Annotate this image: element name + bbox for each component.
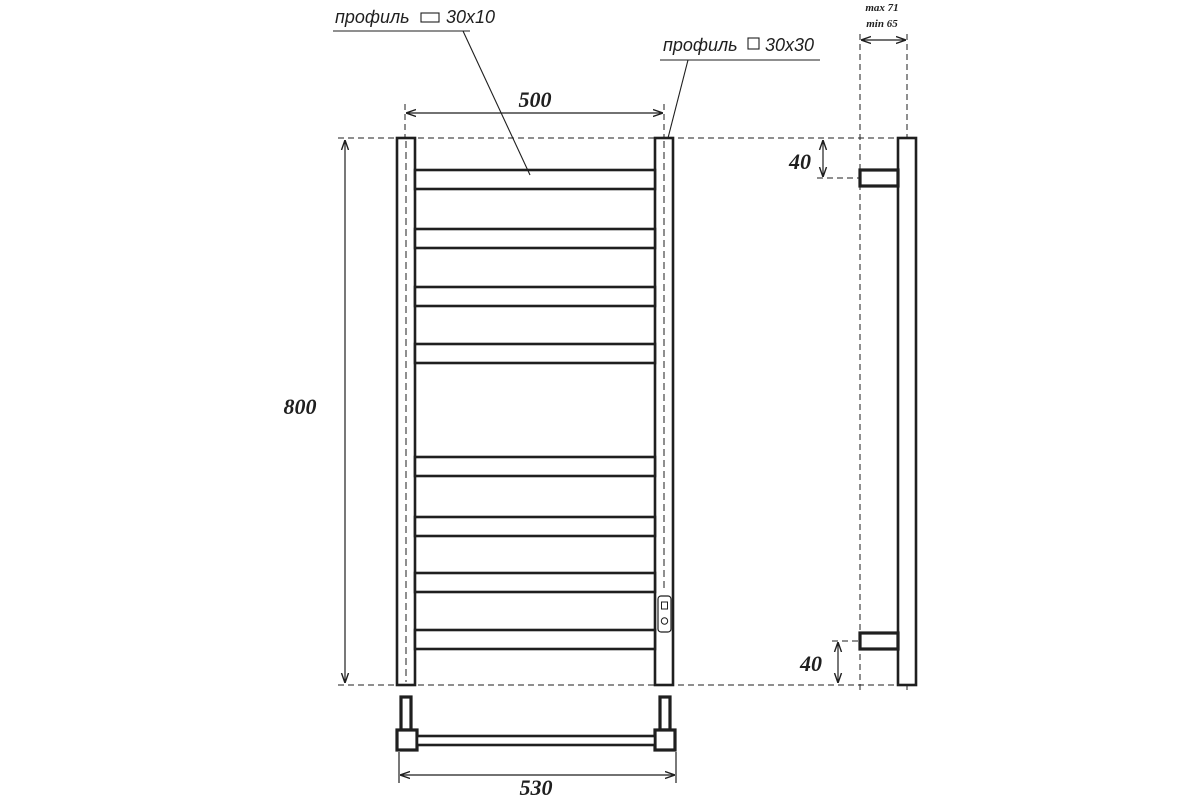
left-post-section [395, 728, 419, 752]
right-pipe-stub [658, 695, 672, 732]
width-inner-label: 500 [519, 87, 552, 112]
guide-lines [338, 104, 912, 686]
width-outer-label: 530 [520, 775, 553, 800]
right-post-section [653, 728, 677, 752]
profile-flat-word: профиль [335, 7, 410, 27]
side-view: max 71 min 65 40 40 [788, 2, 918, 690]
front-view [395, 136, 675, 687]
flat-rectangle-icon [420, 12, 440, 23]
profile-square-leader [667, 59, 689, 139]
rung [413, 342, 657, 365]
top-offset-label: 40 [788, 149, 811, 174]
height-label: 800 [284, 394, 317, 419]
bottom-offset-label: 40 [799, 651, 822, 676]
rung [413, 628, 657, 651]
thermostat-control [657, 595, 672, 633]
profile-flat-size: 30x10 [446, 7, 495, 27]
callout-profile-square: профиль 30x30 [660, 35, 820, 139]
rung [413, 285, 657, 308]
side-post [896, 136, 918, 687]
thermostat-dial-icon [660, 617, 669, 625]
bottom-wall-bracket [858, 631, 900, 651]
thermostat-body [657, 595, 672, 633]
depth-min-label: min 65 [866, 18, 898, 30]
dimensions: 500 800 530 [284, 87, 677, 800]
profile-square-word: профиль [663, 35, 738, 55]
rung [413, 227, 657, 250]
bottom-view [395, 695, 677, 752]
rung [413, 571, 657, 594]
profile-square-size: 30x30 [765, 35, 814, 55]
rung [413, 168, 657, 191]
rung [413, 515, 657, 538]
depth-max-label: max 71 [865, 2, 898, 14]
thermostat-button-icon [661, 601, 668, 610]
rung-section [415, 734, 657, 747]
rung [413, 455, 657, 478]
callout-profile-flat: профиль 30x10 [333, 7, 531, 176]
square-icon [747, 37, 760, 50]
top-wall-bracket [858, 168, 900, 188]
left-pipe-stub [399, 695, 413, 732]
profile-flat-leader [462, 30, 531, 176]
